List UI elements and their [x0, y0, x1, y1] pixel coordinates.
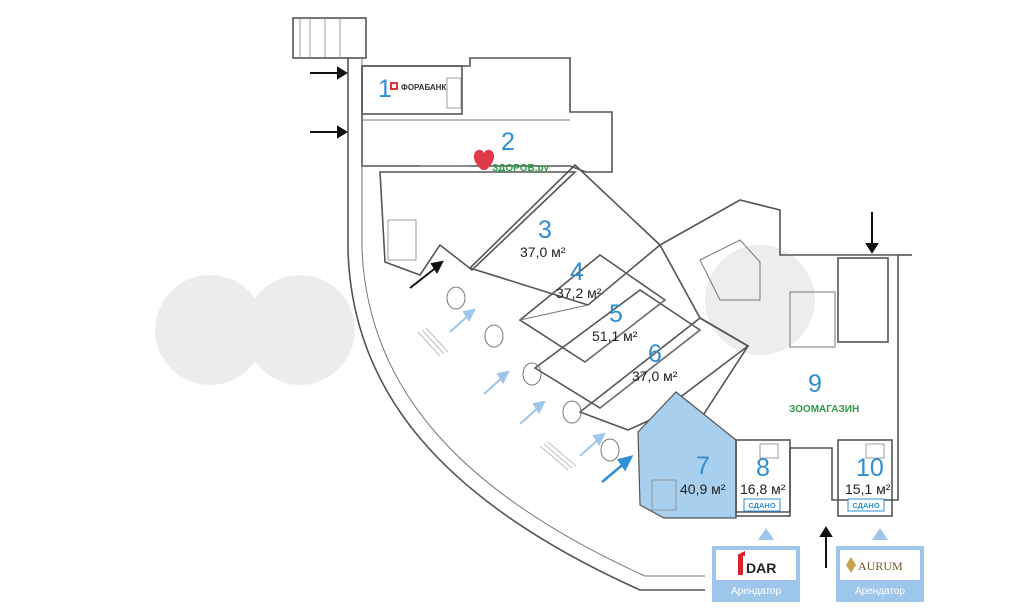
unit-3-area: 37,0 м²	[520, 244, 566, 260]
unit-8-sold-box	[743, 498, 781, 512]
unit-9-number: 9	[808, 370, 822, 398]
unit-10-number: 10	[856, 454, 884, 482]
block-units-1-2	[361, 57, 613, 173]
unit-3-number: 3	[538, 216, 552, 244]
unit-9-block	[658, 199, 912, 513]
customer-flow-arrows	[449, 308, 606, 457]
units-8-10	[735, 439, 893, 517]
unit-4-number: 4	[570, 258, 584, 286]
unit-1-number: 1	[378, 75, 392, 103]
unit-8-number: 8	[756, 454, 770, 482]
unit-10-sold: СДАНО	[852, 501, 879, 510]
unit-8-sold: СДАНО	[748, 501, 775, 510]
unit-2-number: 2	[501, 128, 515, 156]
forabank-logo	[390, 82, 398, 90]
unit-5-area: 51,1 м²	[592, 328, 638, 344]
tenant-badge-aurum: AURUM Арендатор	[836, 546, 924, 602]
tenant-dar-logo: DAR	[746, 560, 776, 576]
heart-icon	[473, 149, 495, 170]
outer-facade	[347, 58, 705, 591]
unit-9-brand: ЗООМАГАЗИН	[789, 404, 859, 415]
unit-7-number: 7	[696, 452, 710, 480]
tenant-aurum-logo: AURUM	[858, 559, 903, 573]
diagonal-units	[468, 163, 750, 431]
tenant-dar-label: Арендатор	[731, 586, 782, 597]
unit-6-number: 6	[648, 340, 662, 368]
tenant-pointer-10	[872, 528, 888, 540]
unit-6-area: 37,0 м²	[632, 368, 678, 384]
unit-4-area: 37,2 м²	[556, 285, 602, 301]
watermark	[155, 245, 815, 385]
unit-5-number: 5	[609, 300, 623, 328]
entrance-arrows	[310, 66, 879, 568]
unit-10-area: 15,1 м²	[845, 481, 891, 497]
unit-7-arrow	[601, 455, 634, 483]
facade-steps	[417, 327, 577, 471]
unit-7-area: 40,9 м²	[680, 481, 726, 497]
unit-2-brand: ЗДОРОВ.ру	[492, 163, 549, 174]
unit-8-area: 16,8 м²	[740, 481, 786, 497]
tenant-pointer-8	[758, 528, 774, 540]
unit-1-brand: ФОРАБАНК	[401, 83, 446, 92]
unit-2-lower	[379, 171, 578, 276]
entrance-stair-block	[292, 17, 367, 59]
unit-7-inner-wall	[651, 479, 677, 511]
tenant-aurum-label: Арендатор	[855, 586, 906, 597]
tenant-badge-dar: DAR Арендатор	[712, 546, 800, 602]
corridor-columns	[446, 286, 620, 462]
unit-7-highlight	[637, 391, 737, 519]
unit-10-sold-box	[847, 498, 885, 512]
